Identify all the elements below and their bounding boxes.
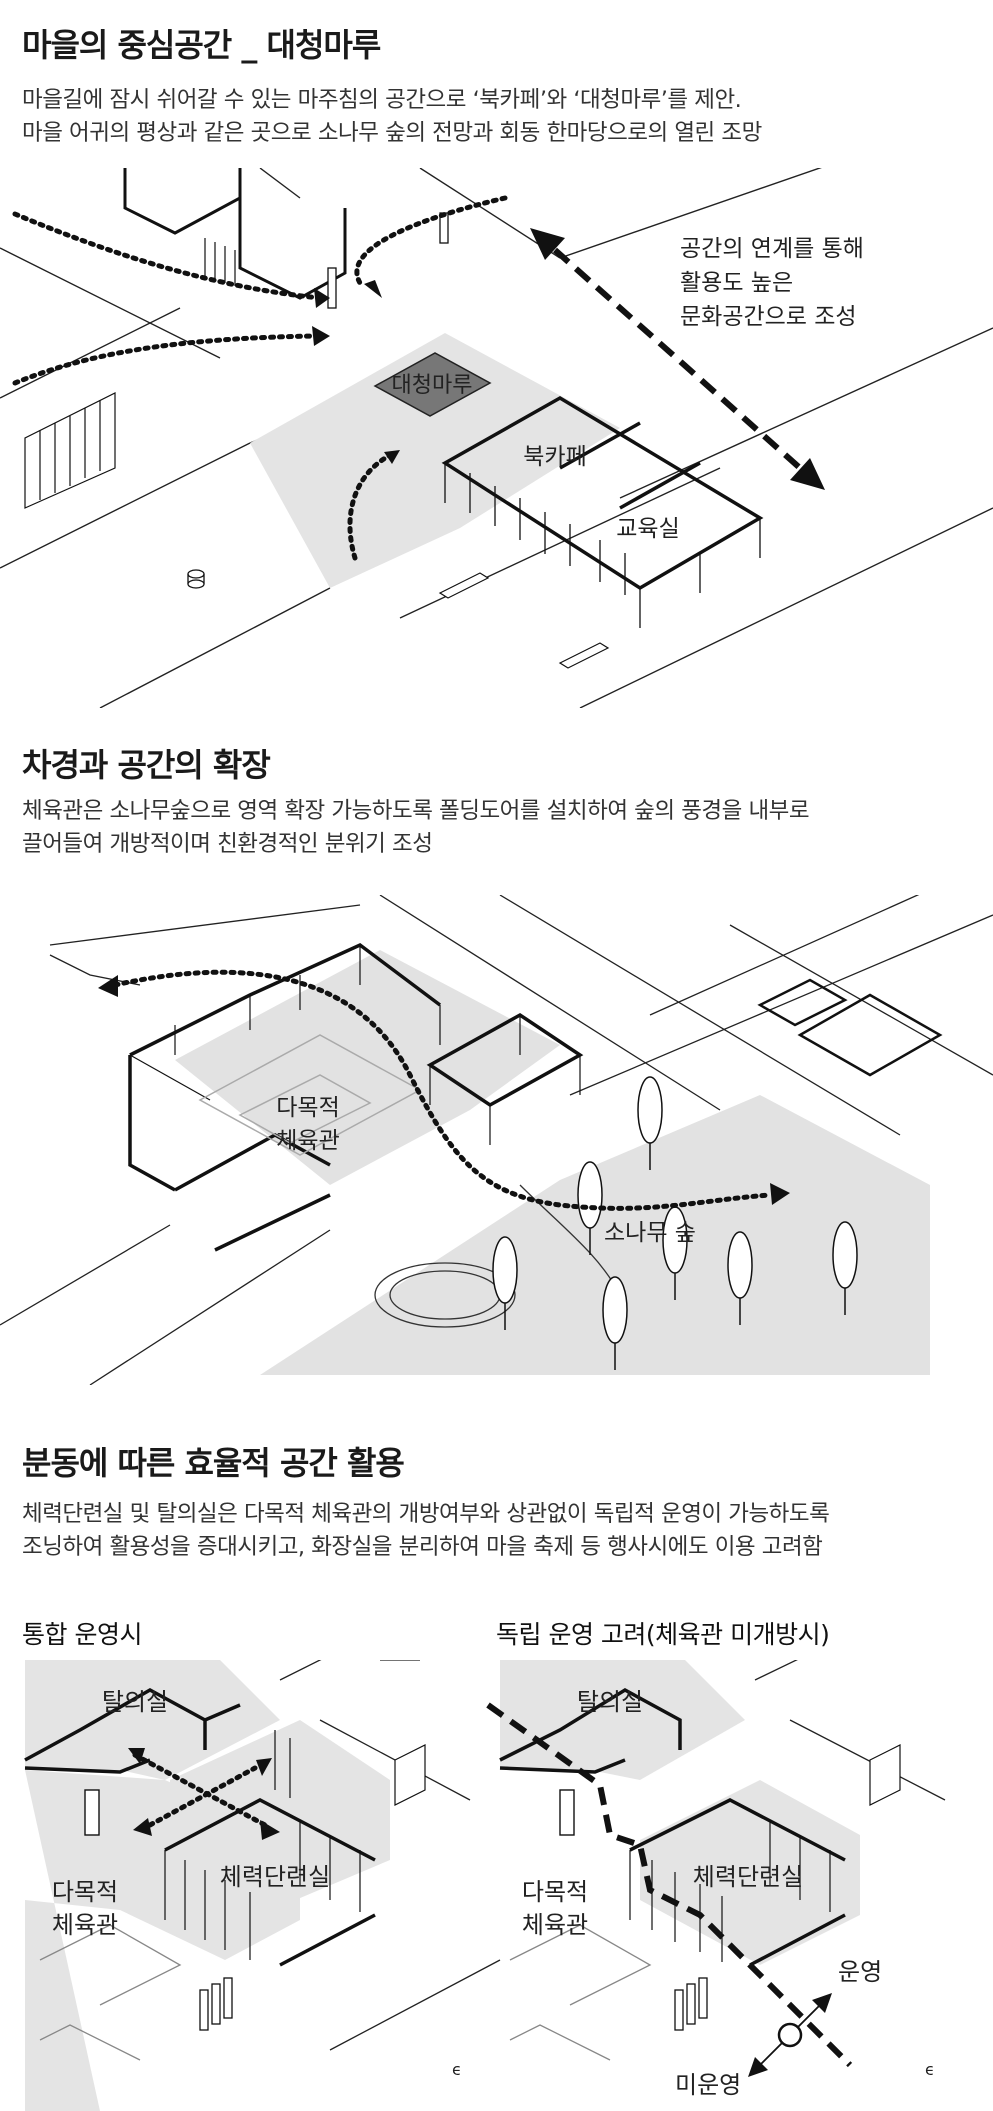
section3-title: 분동에 따른 효율적 공간 활용	[22, 1444, 405, 1482]
dotted-path-arrows	[12, 195, 508, 561]
left-gym-label-line1: 다목적	[52, 1878, 118, 1906]
pavilion	[373, 352, 492, 417]
section2-desc-line1: 체육관은 소나무숲으로 영역 확장 가능하도록 폴딩도어를 설치하여 숲의 풍경…	[22, 798, 810, 824]
note-line1: 공간의 연계를 통해	[680, 236, 864, 262]
circulation-arrows	[132, 1752, 268, 1828]
road-lines	[0, 168, 993, 708]
section3-description: 체력단련실 및 탈의실은 다목적 체육관의 개방여부와 상관없이 독립적 운영이…	[22, 1498, 830, 1564]
classroom-label: 교육실	[616, 516, 679, 542]
right-locker-label: 탈의실	[577, 1688, 643, 1716]
section1-title: 마을의 중심공간 _ 대청마루	[22, 26, 381, 64]
gym-label-line1: 다목적	[276, 1095, 339, 1121]
right-diagram-title: 독립 운영 고려(체육관 미개방시)	[496, 1620, 830, 1649]
pavilion-label: 대청마루	[392, 373, 473, 398]
building-walls	[444, 463, 761, 628]
section2-title: 차경과 공간의 확장	[22, 746, 271, 784]
operate-label: 운영	[838, 1958, 882, 1986]
right-fitness-label: 체력단련실	[693, 1863, 803, 1891]
section3-desc-line1: 체력단련실 및 탈의실은 다목적 체육관의 개방여부와 상관없이 독립적 운영이…	[22, 1501, 830, 1527]
right-gym-label-line1: 다목적	[522, 1878, 588, 1906]
left-gym-label-line2: 체육관	[52, 1911, 118, 1939]
section1-desc-line1: 마을길에 잠시 쉬어갈 수 있는 마주침의 공간으로 ‘북카페’와 ‘대청마루’…	[22, 87, 742, 113]
building-topleft	[123, 168, 347, 300]
section2-desc-line2: 끌어들여 개방적이며 친환경적인 분위기 조성	[22, 831, 433, 857]
note-line3: 문화공간으로 조성	[680, 304, 857, 330]
forest-area	[260, 1095, 930, 1375]
left-fitness-label: 체력단련실	[220, 1863, 330, 1891]
pine-trees	[492, 1076, 858, 1370]
gym-label-line2: 체육관	[276, 1128, 339, 1154]
fence-left	[24, 392, 116, 509]
separation-line	[486, 1702, 853, 2068]
gym-area	[175, 950, 560, 1185]
section1-desc-line2: 마을 어귀의 평상과 같은 곳으로 소나무 숲의 전망과 회동 한마당으로의 열…	[22, 120, 762, 146]
right-gym-label-line2: 체육관	[522, 1911, 588, 1939]
not-operate-label: 미운영	[675, 2071, 741, 2099]
svg-text:ϵ: ϵ	[925, 2060, 935, 2079]
left-diagram-title: 통합 운영시	[22, 1620, 142, 1649]
integrated-operation-diagram: 탈의실 체력단련실 다목적 체육관 ϵ 탈의실 체력단련실 다목적 체육관 운영…	[24, 1660, 946, 2111]
section2-diagram: 다목적 체육관 소나무 숲	[0, 895, 993, 1385]
section3-desc-line2: 조닝하여 활용성을 증대시키고, 화장실을 분리하여 마을 축제 등 행사시에도…	[22, 1534, 823, 1560]
svg-text:ϵ: ϵ	[452, 2060, 462, 2079]
left-locker-label: 탈의실	[102, 1688, 168, 1716]
bookcafe-label: 북카페	[523, 444, 586, 470]
expansion-arrow	[112, 969, 773, 1211]
section2-description: 체육관은 소나무숲으로 영역 확장 가능하도록 폴딩도어를 설치하여 숲의 풍경…	[22, 795, 810, 861]
control-point-icon	[777, 2022, 803, 2048]
forest-label: 소나무 숲	[604, 1220, 696, 1246]
section1-diagram: 대청마루 북카페 교육실 공간의 연계를 통해 활용도 높	[0, 168, 993, 708]
section1-description: 마을길에 잠시 쉬어갈 수 있는 마주침의 공간으로 ‘북카페’와 ‘대청마루’…	[22, 84, 762, 150]
left-walls	[24, 1687, 376, 1967]
note-line2: 활용도 높은	[680, 270, 793, 296]
plaza	[250, 333, 620, 588]
